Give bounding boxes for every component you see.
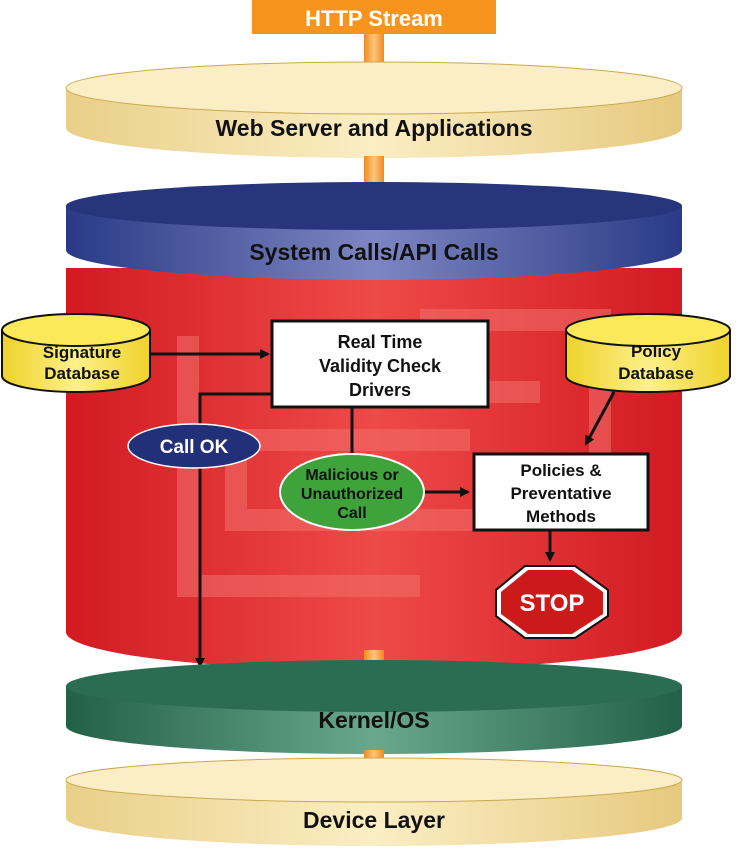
call-ok-label: Call OK xyxy=(160,437,229,458)
signature-database: Signature Database xyxy=(1,313,151,393)
validity-line-3: Drivers xyxy=(349,380,411,400)
validity-line-1: Real Time xyxy=(338,332,423,352)
policies-line-2: Preventative xyxy=(510,484,611,503)
device-layer: Device Layer xyxy=(65,757,683,846)
arrow-validity-to-kernel xyxy=(195,392,272,668)
web-server-label: Web Server and Applications xyxy=(216,115,533,141)
malicious-line-1: Malicious or xyxy=(305,467,398,484)
device-label: Device Layer xyxy=(303,807,445,833)
signature-db-line-1: Signature xyxy=(43,343,121,362)
policy-db-line-1: Policy xyxy=(631,342,682,361)
system-calls-label: System Calls/API Calls xyxy=(249,239,498,265)
flow-arrows xyxy=(150,349,616,668)
policies-line-1: Policies & xyxy=(520,461,601,480)
kernel-layer: Kernel/OS xyxy=(66,660,682,754)
malicious-line-3: Call xyxy=(337,505,366,522)
arrow-policydb-to-policies xyxy=(584,391,616,446)
kernel-label: Kernel/OS xyxy=(318,707,429,733)
http-stream-box: HTTP Stream xyxy=(252,0,496,34)
policies-line-3: Methods xyxy=(526,507,596,526)
validity-check-box: Real Time Validity Check Drivers xyxy=(270,319,490,409)
system-calls-layer: System Calls/API Calls xyxy=(66,182,682,280)
policies-box: Policies & Preventative Methods xyxy=(472,452,650,532)
malicious-line-2: Unauthorized xyxy=(301,486,403,503)
malicious-call-oval: Malicious or Unauthorized Call xyxy=(279,453,425,531)
stop-label: STOP xyxy=(520,590,585,617)
validity-line-2: Validity Check xyxy=(319,356,442,376)
web-server-layer: Web Server and Applications xyxy=(65,61,683,158)
stop-sign: STOP xyxy=(495,565,609,639)
policy-db-line-2: Database xyxy=(618,364,694,383)
call-ok-oval: Call OK xyxy=(127,423,261,469)
signature-db-line-2: Database xyxy=(44,364,120,383)
http-stream-label: HTTP Stream xyxy=(305,6,443,31)
policy-database: Policy Database xyxy=(565,313,731,393)
